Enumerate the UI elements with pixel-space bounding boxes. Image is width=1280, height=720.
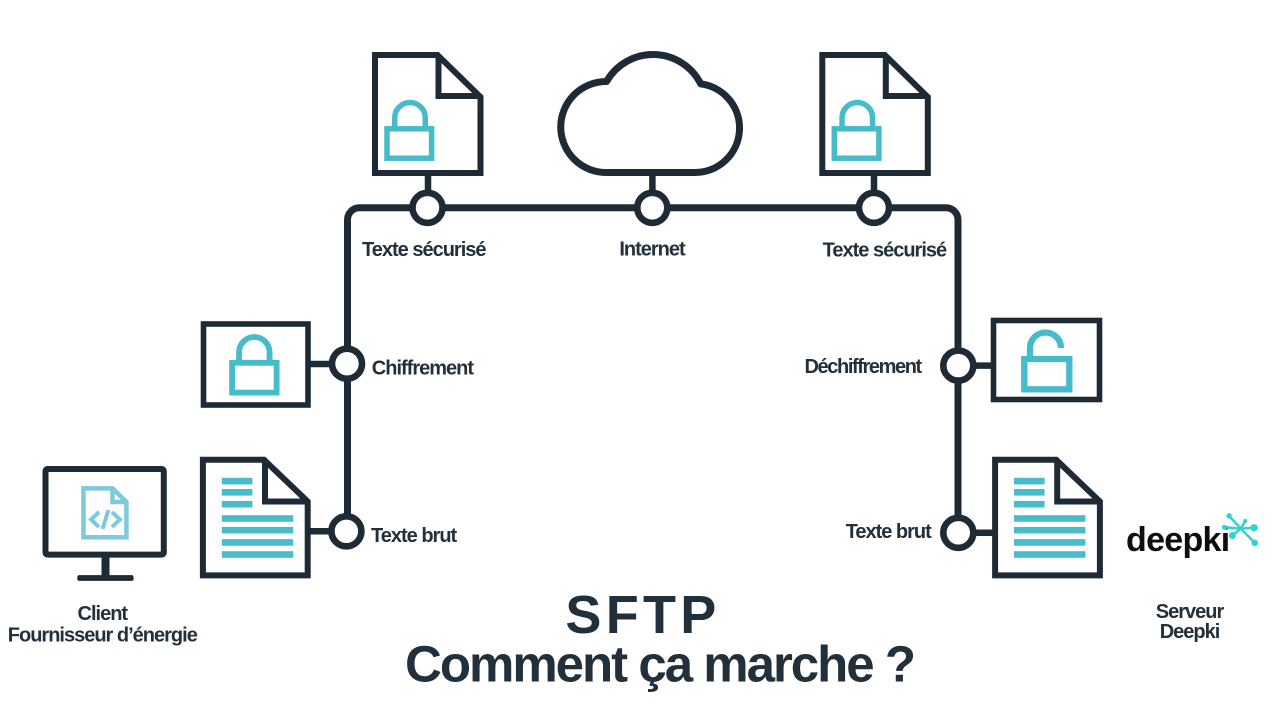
svg-text:Texte brut: Texte brut [846,521,933,543]
svg-text:Chiffrement: Chiffrement [372,358,475,380]
svg-text:Déchiffrement: Déchiffrement [805,356,923,378]
svg-text:deepki: deepki [1126,521,1230,559]
svg-text:Internet: Internet [619,239,686,261]
svg-text:Serveur: Serveur [1156,601,1225,623]
svg-text:SFTP: SFTP [565,585,720,645]
svg-text:Texte brut: Texte brut [371,525,458,547]
svg-text:Texte sécurisé: Texte sécurisé [362,239,486,261]
svg-text:Comment ça marche ?: Comment ça marche ? [405,636,914,693]
svg-text:Fournisseur d’énergie: Fournisseur d’énergie [8,624,198,646]
svg-text:Client: Client [78,603,129,625]
svg-text:Deepki: Deepki [1160,621,1220,643]
svg-text:Texte sécurisé: Texte sécurisé [823,240,947,262]
